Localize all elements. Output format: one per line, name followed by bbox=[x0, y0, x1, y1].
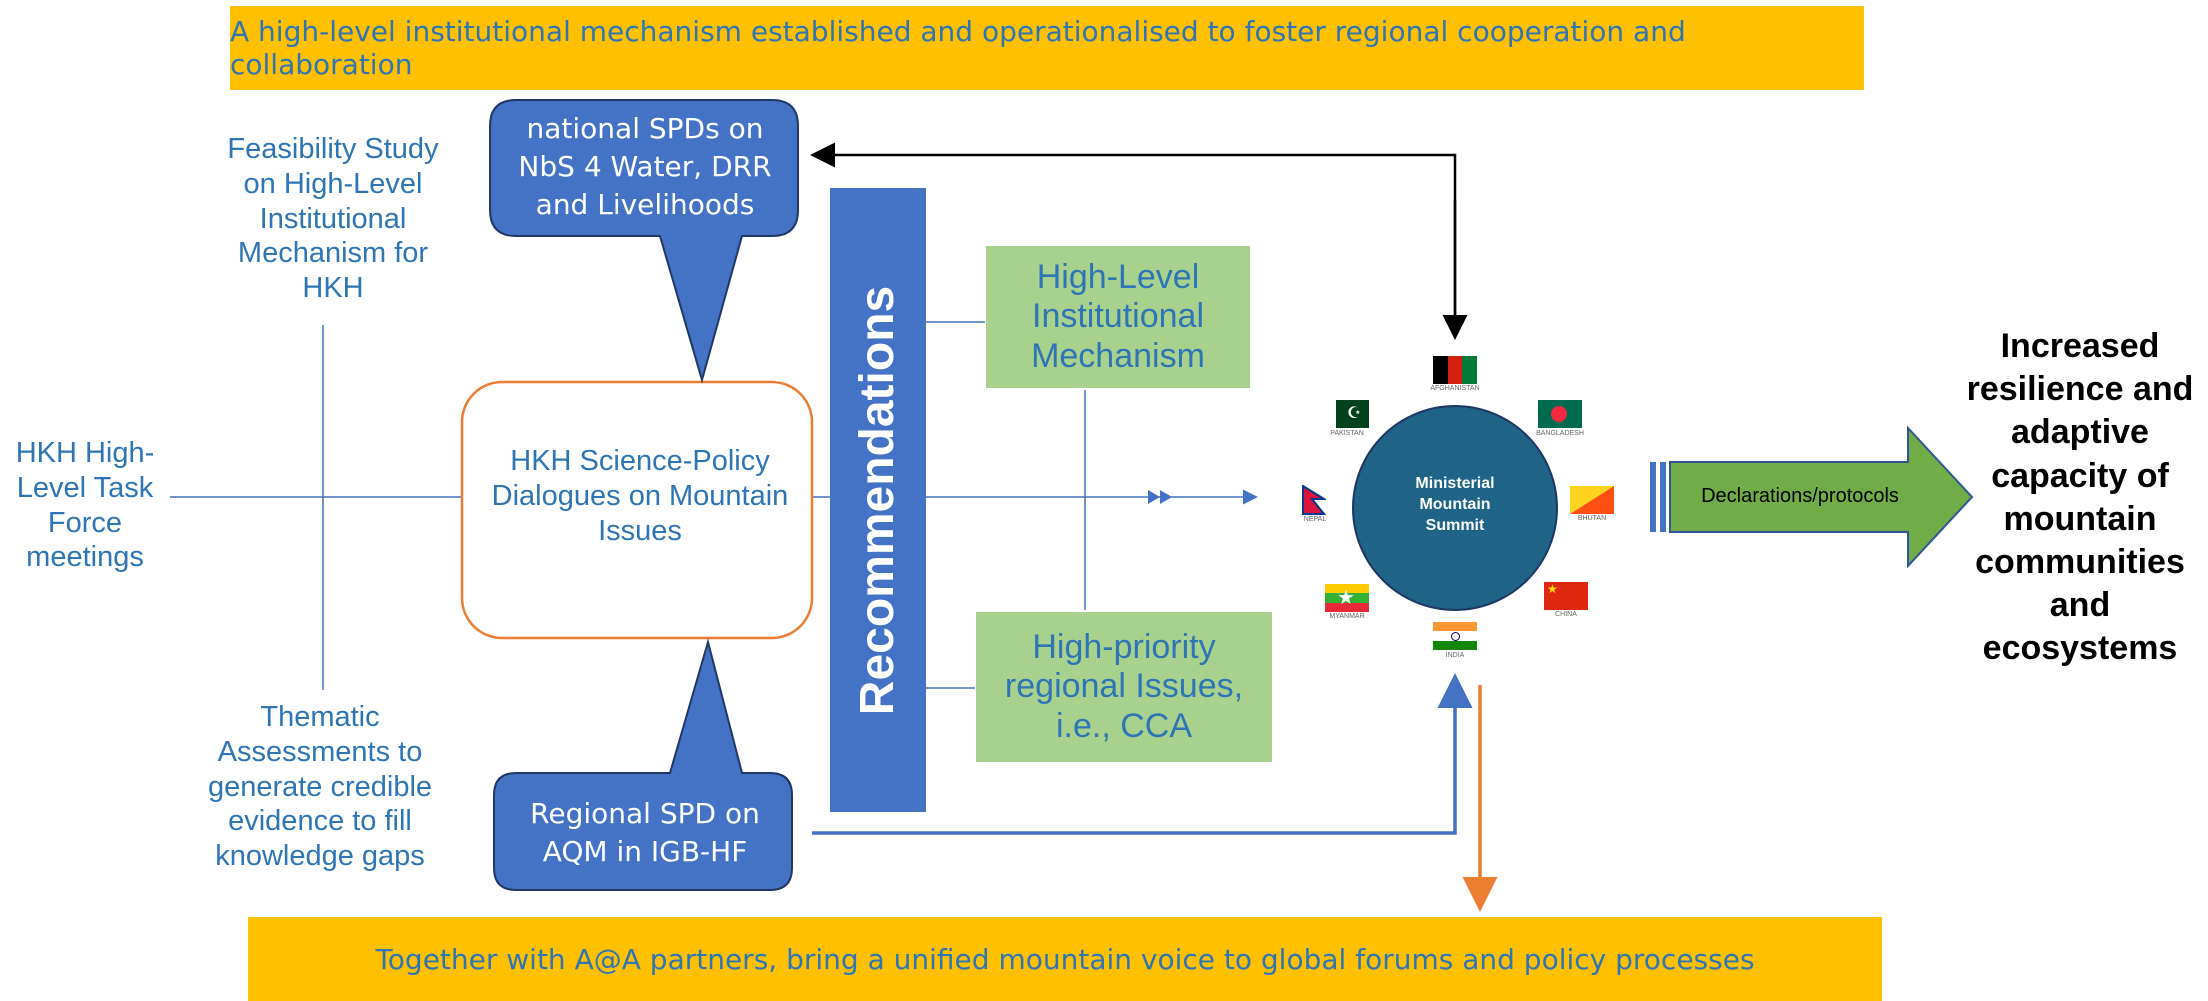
hlim-box: High-Level Institutional Mechanism bbox=[986, 246, 1250, 388]
bhutan-flag-icon bbox=[1570, 486, 1614, 514]
summit-label: Ministerial Mountain Summit bbox=[1415, 475, 1495, 534]
declarations-label: Declarations/protocols bbox=[1701, 485, 1899, 507]
bottom-banner: Together with A@A partners, bring a unif… bbox=[248, 917, 1882, 1001]
recommendations-bar: Recommendations bbox=[830, 188, 926, 812]
national-spd-callout: national SPDs on NbS 4 Water, DRR and Li… bbox=[518, 112, 772, 221]
feasibility-study-text: Feasibility Study on High-Level Institut… bbox=[227, 133, 439, 305]
china-flag-label: CHINA bbox=[1555, 611, 1577, 618]
india-flag-label: INDIA bbox=[1445, 652, 1465, 659]
india-flag-icon bbox=[1433, 622, 1477, 650]
recommendations-label: Recommendations bbox=[851, 285, 905, 715]
regional-spd-callout: Regional SPD on AQM in IGB-HF bbox=[530, 797, 760, 868]
bangladesh-flag-label: BANGLADESH bbox=[1536, 430, 1584, 437]
myanmar-flag-label: MYANMAR bbox=[1329, 613, 1365, 620]
nepal-flag-label: NEPAL bbox=[1303, 516, 1327, 523]
outcome-text: Increased resilience and adaptive capaci… bbox=[1966, 327, 2194, 668]
bhutan-flag-label: BHUTAN bbox=[1577, 515, 1607, 522]
pakistan-flag-icon: ☪ bbox=[1325, 400, 1369, 428]
hlim-text: High-Level Institutional Mechanism bbox=[1031, 258, 1205, 375]
bangladesh-flag-icon bbox=[1538, 400, 1582, 428]
nepal-flag-icon bbox=[1302, 485, 1326, 515]
afghanistan-flag-label: AFGHANISTAN bbox=[1430, 385, 1480, 392]
afghanistan-flag-icon bbox=[1433, 356, 1477, 384]
bottom-banner-text: Together with A@A partners, bring a unif… bbox=[375, 942, 1755, 976]
spd-center-box: HKH Science-Policy Dialogues on Mountain… bbox=[491, 445, 789, 547]
china-flag-icon: ★ bbox=[1544, 582, 1588, 610]
top-banner-text: A high-level institutional mechanism est… bbox=[230, 15, 1686, 81]
top-banner: A high-level institutional mechanism est… bbox=[230, 6, 1864, 90]
priority-box: High-priority regional Issues, i.e., CCA bbox=[976, 612, 1272, 762]
task-force-text: HKH High-Level Task Force meetings bbox=[15, 437, 155, 574]
thematic-assessments-text: Thematic Assessments to generate credibl… bbox=[207, 701, 433, 873]
priority-text: High-priority regional Issues, i.e., CCA bbox=[1004, 628, 1244, 745]
myanmar-flag-icon: ★ bbox=[1325, 584, 1369, 612]
pakistan-flag-label: PAKISTAN bbox=[1330, 430, 1364, 437]
